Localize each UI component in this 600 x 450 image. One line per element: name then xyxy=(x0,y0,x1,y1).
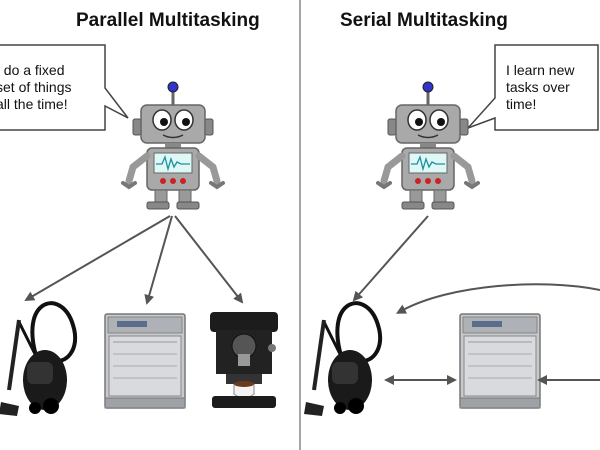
speech-line: I learn new xyxy=(506,62,575,78)
arrow-curved-return xyxy=(395,283,600,314)
arrow-to-vacuum xyxy=(24,215,171,302)
vacuum-cleaner-icon xyxy=(302,301,383,418)
speech-line: tasks over xyxy=(506,79,570,95)
vacuum-cleaner-icon xyxy=(0,301,78,418)
speech-line: time! xyxy=(506,96,537,112)
speech-text-parallel: I do a fixed set of things all the time! xyxy=(0,62,72,113)
robot-icon xyxy=(123,82,223,209)
robot-icon xyxy=(378,82,478,209)
dishwasher-icon xyxy=(459,313,541,409)
speech-bubble-left xyxy=(0,44,129,131)
arrow-to-vacuum xyxy=(352,215,429,302)
speech-text-serial: I learn new tasks over time! xyxy=(506,62,574,113)
arrow-to-coffee-machine xyxy=(174,215,244,304)
dishwasher-icon xyxy=(104,313,186,409)
panel-title-serial: Serial Multitasking xyxy=(340,10,508,31)
coffee-machine-icon xyxy=(209,311,279,409)
speech-bubble-right xyxy=(467,44,599,131)
speech-line: set of things xyxy=(0,79,72,95)
speech-line: all the time! xyxy=(0,96,68,112)
arrow-to-dishwasher xyxy=(144,215,173,305)
panel-title-parallel: Parallel Multitasking xyxy=(76,10,260,31)
speech-line: I do a fixed xyxy=(0,62,65,78)
